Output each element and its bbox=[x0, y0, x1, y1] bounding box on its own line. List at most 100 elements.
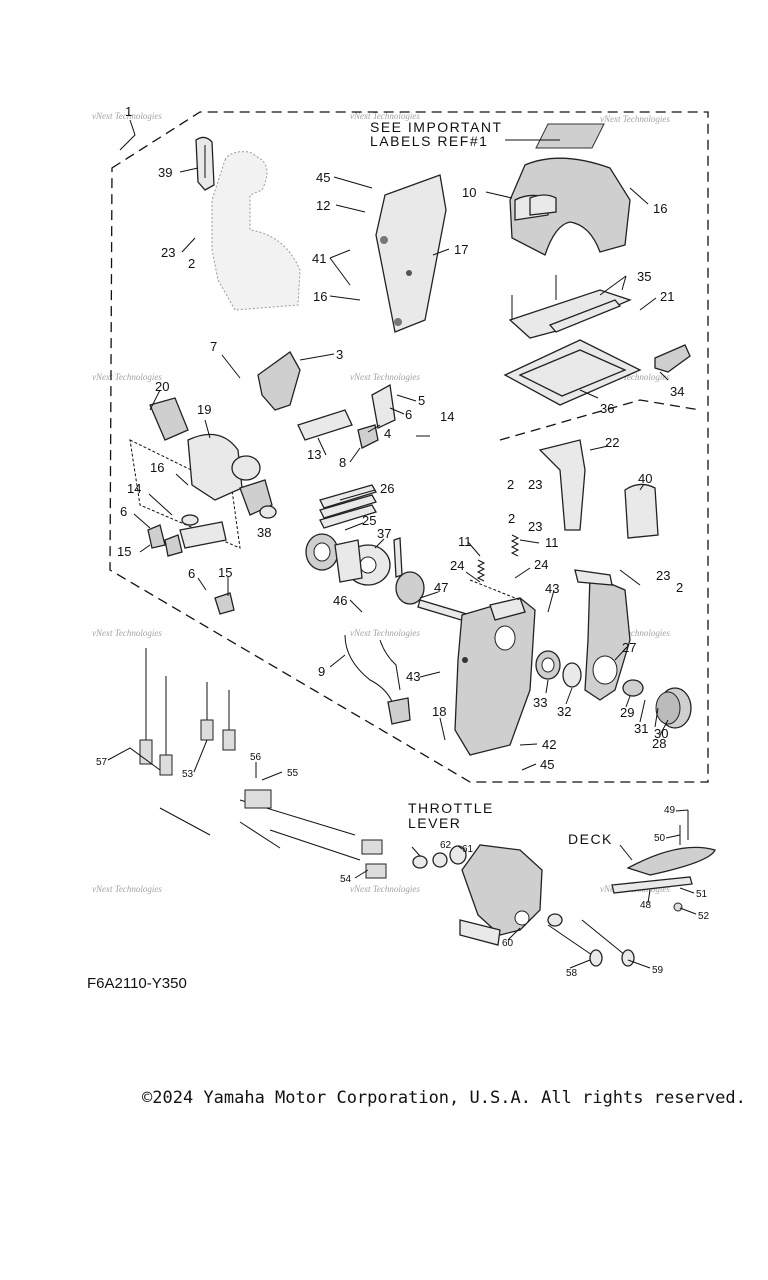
part-28 bbox=[655, 687, 692, 729]
callout-35: 35 bbox=[637, 269, 651, 284]
callout-25: 25 bbox=[362, 513, 376, 528]
diagram-code: F6A2110-Y350 bbox=[87, 975, 187, 992]
part-37 bbox=[305, 533, 403, 586]
watermark: vNext Technologies bbox=[92, 628, 162, 638]
callout-57: 57 bbox=[96, 757, 108, 768]
callout-55: 55 bbox=[287, 768, 299, 779]
callout-23: 23 bbox=[161, 245, 175, 260]
callout-45: 45 bbox=[316, 170, 330, 185]
callout-51: 51 bbox=[696, 889, 708, 900]
callout-2: 2 bbox=[188, 256, 195, 271]
callout-37: 37 bbox=[377, 526, 391, 541]
callout-32: 32 bbox=[557, 704, 571, 719]
part-13 bbox=[297, 409, 353, 441]
callout-18: 18 bbox=[432, 704, 446, 719]
part-58 bbox=[547, 924, 603, 967]
part-3 bbox=[257, 351, 301, 411]
callout-14: 14 bbox=[440, 409, 454, 424]
cables bbox=[139, 648, 236, 776]
ghost-remote-body bbox=[211, 151, 301, 311]
callout-7: 7 bbox=[210, 339, 217, 354]
part-17 bbox=[375, 174, 447, 333]
watermark: vNext Technologies bbox=[350, 628, 420, 638]
callout-19: 19 bbox=[197, 402, 211, 417]
callout-9: 9 bbox=[318, 664, 325, 679]
callout-3: 3 bbox=[336, 347, 343, 362]
part-60 bbox=[547, 913, 563, 927]
callout-24: 24 bbox=[534, 557, 548, 572]
callout-53: 53 bbox=[182, 769, 194, 780]
throttle-lever-line2: LEVER bbox=[408, 815, 461, 831]
callout-43: 43 bbox=[406, 669, 420, 684]
callout-24: 24 bbox=[450, 558, 464, 573]
callout-23: 23 bbox=[656, 568, 670, 583]
text-labels: SEE IMPORTANT LABELS REF#1 THROTTLE LEVE… bbox=[370, 119, 611, 847]
callout-1: 1 bbox=[125, 104, 132, 119]
callout-49: 49 bbox=[664, 805, 676, 816]
part-59 bbox=[581, 919, 635, 967]
important-labels-line2: LABELS REF#1 bbox=[370, 133, 488, 149]
callout-23: 23 bbox=[528, 477, 542, 492]
callout-60: 60 bbox=[502, 938, 514, 949]
watermark: vNext Technologies bbox=[92, 884, 162, 894]
callout-58: 58 bbox=[566, 968, 578, 979]
callout-labels: 1 39 23 2 45 12 41 16 17 10 16 35 21 34 … bbox=[96, 104, 710, 979]
watermark: vNext Technologies bbox=[350, 111, 420, 121]
callout-50: 50 bbox=[654, 833, 666, 844]
watermark: vNext Technologies bbox=[350, 884, 420, 894]
assembly-boundary bbox=[109, 111, 709, 783]
part-10 bbox=[509, 157, 631, 256]
callout-23: 23 bbox=[528, 519, 542, 534]
callout-15: 15 bbox=[218, 565, 232, 580]
watermark: vNext Technologies bbox=[92, 111, 162, 121]
part-29 bbox=[622, 679, 644, 697]
part-11 bbox=[476, 534, 520, 582]
part-33 bbox=[535, 650, 561, 680]
callout-54: 54 bbox=[340, 874, 352, 885]
deck-plate bbox=[611, 844, 716, 894]
callout-2: 2 bbox=[676, 580, 683, 595]
callout-29: 29 bbox=[620, 705, 634, 720]
callout-59: 59 bbox=[652, 965, 664, 976]
callout-6: 6 bbox=[120, 504, 127, 519]
callout-6: 6 bbox=[188, 566, 195, 581]
callout-2: 2 bbox=[508, 511, 515, 526]
part-39 bbox=[195, 136, 215, 191]
part-8 bbox=[357, 424, 379, 449]
callout-14: 14 bbox=[127, 481, 141, 496]
throttle-lever-line1: THROTTLE bbox=[408, 800, 494, 816]
callout-31: 31 bbox=[634, 721, 648, 736]
callout-42: 42 bbox=[542, 737, 556, 752]
callout-43: 43 bbox=[545, 581, 559, 596]
callout-8: 8 bbox=[339, 455, 346, 470]
important-labels-line1: SEE IMPORTANT bbox=[370, 119, 503, 135]
callout-40: 40 bbox=[638, 471, 652, 486]
throttle-lever-assembly bbox=[412, 844, 543, 946]
callout-11: 11 bbox=[458, 534, 472, 549]
copyright-notice: ©2024 Yamaha Motor Corporation, U.S.A. A… bbox=[142, 1088, 746, 1108]
watermark: vNext Technologies bbox=[600, 372, 670, 382]
part-34 bbox=[654, 344, 691, 373]
callout-30: 30 bbox=[654, 726, 668, 741]
callout-15: 15 bbox=[117, 544, 131, 559]
callout-16: 16 bbox=[313, 289, 327, 304]
callout-16: 16 bbox=[150, 460, 164, 475]
callout-61: 61 bbox=[462, 844, 474, 855]
callout-12: 12 bbox=[316, 198, 330, 213]
callout-6: 6 bbox=[405, 407, 412, 422]
left-subassembly bbox=[129, 397, 277, 549]
part-15 bbox=[147, 514, 235, 615]
part-4 bbox=[371, 383, 396, 429]
callout-36: 36 bbox=[600, 401, 614, 416]
part-32 bbox=[562, 662, 582, 688]
callout-33: 33 bbox=[533, 695, 547, 710]
callout-28: 28 bbox=[652, 736, 666, 751]
callout-22: 22 bbox=[605, 435, 619, 450]
cable-ends bbox=[159, 789, 387, 879]
callout-38: 38 bbox=[257, 525, 271, 540]
watermark: vNext Technologies bbox=[92, 372, 162, 382]
callout-34: 34 bbox=[670, 384, 684, 399]
watermark: vNext Technologies bbox=[350, 372, 420, 382]
part-27 bbox=[574, 569, 631, 701]
